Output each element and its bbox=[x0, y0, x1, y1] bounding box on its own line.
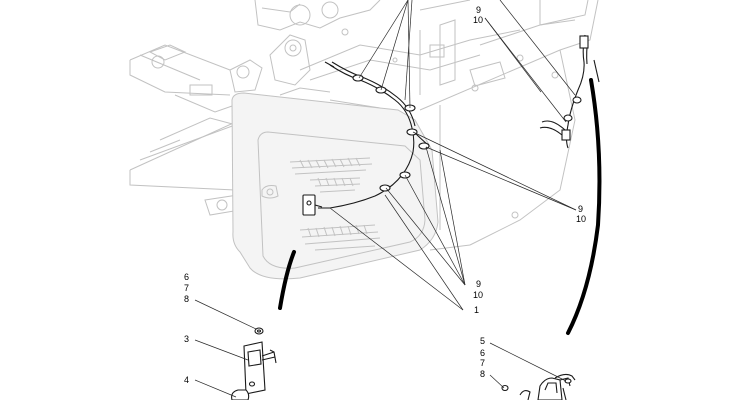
callout-6-bottom-right: 6 bbox=[480, 348, 485, 358]
tail-lamp bbox=[231, 389, 250, 400]
callout-5-bottom-right: 5 bbox=[480, 336, 485, 346]
rear-cover-panel bbox=[231, 92, 439, 280]
callout-8-left: 8 bbox=[184, 294, 189, 304]
callout-10-right-mid: 10 bbox=[576, 214, 586, 224]
leader-lines bbox=[194, 0, 577, 398]
callout-9-top-right: 9 bbox=[476, 5, 481, 15]
callout-1-center: 1 bbox=[474, 305, 479, 315]
callout-8-bottom-right: 8 bbox=[480, 369, 485, 379]
callout-10-center: 10 bbox=[473, 290, 483, 300]
harness-cable-left bbox=[278, 250, 296, 310]
callout-3-left: 3 bbox=[184, 334, 189, 344]
lamp-bracket bbox=[243, 341, 277, 395]
wire-harness bbox=[302, 61, 430, 216]
callout-7-left: 7 bbox=[184, 283, 189, 293]
callout-9-center: 9 bbox=[476, 279, 481, 289]
vent-slots-upper bbox=[289, 157, 373, 193]
machine-frame-ghost bbox=[129, 0, 599, 251]
bracket-assembly-right bbox=[501, 373, 576, 400]
fastener-washer bbox=[254, 327, 264, 335]
callout-10-top-right: 10 bbox=[473, 15, 483, 25]
callout-4-left: 4 bbox=[184, 375, 189, 385]
callout-6-left: 6 bbox=[184, 272, 189, 282]
callout-9-right-mid: 9 bbox=[578, 204, 583, 214]
wire-harness-right bbox=[539, 34, 589, 149]
callout-7-bottom-right: 7 bbox=[480, 358, 485, 368]
harness-cable-right bbox=[566, 78, 602, 335]
